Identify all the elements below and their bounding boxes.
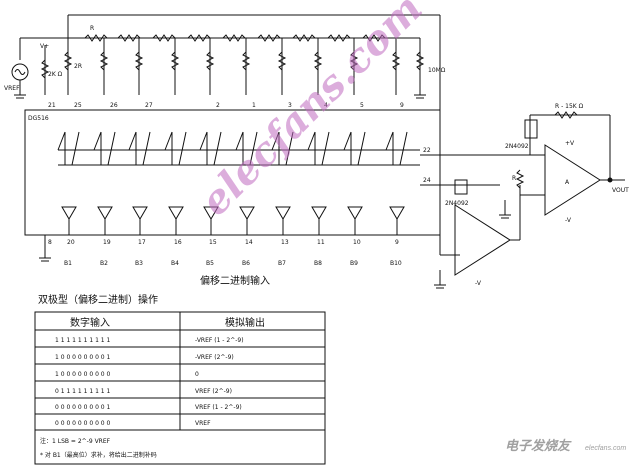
col-digital-header: 数字输入	[70, 316, 110, 329]
input-caption: 偏移二进制输入	[200, 274, 270, 287]
bottom-pin: 8	[48, 239, 52, 246]
fet-upper-label: 2N4092	[505, 143, 529, 150]
switch-array	[57, 131, 408, 166]
bottom-pin: 14	[245, 239, 253, 246]
bottom-pin: 10	[353, 239, 361, 246]
bottom-pin: 17	[138, 239, 146, 246]
bit-label: B2	[100, 260, 108, 267]
top-pin: 27	[145, 102, 153, 109]
top-pin: 1	[252, 102, 256, 109]
opamp-lower	[454, 204, 511, 276]
vminus-supply-label: -V	[565, 217, 572, 224]
bit-label: B8	[314, 260, 322, 267]
fet-lower-symbol	[454, 179, 468, 195]
truth-table-grid	[34, 311, 326, 465]
bit-label: B3	[135, 260, 143, 267]
corner-logo: 电子发烧友	[505, 438, 572, 454]
fet-lower-label: 2N4092	[445, 200, 469, 207]
vout-label: VOUT	[612, 187, 629, 194]
ladder-resistor	[187, 34, 211, 42]
ref-resistor-label: 2K Ω	[48, 71, 63, 78]
table-cell-digital: 0 0 0 0 0 0 0 0 0 0	[55, 420, 111, 427]
bit-label: B9	[350, 260, 358, 267]
out-pin-24: 24	[423, 177, 431, 184]
bottom-pin: 9	[395, 239, 399, 246]
top-pin: 4	[324, 102, 328, 109]
opamp-main	[544, 144, 601, 216]
bottom-pin: 15	[209, 239, 217, 246]
bit-label: B10	[390, 260, 402, 267]
ladder-resistor	[84, 34, 108, 42]
out-pin-22: 22	[423, 147, 431, 154]
table-cell-digital: 1 0 0 0 0 0 0 0 0 0	[55, 371, 111, 378]
table-note-2: * 对 B1（最高位）求补，将给出二进制补码	[40, 451, 157, 459]
top-pin-row: 21 25 26 27 2 1 3 4 5 9	[48, 102, 404, 109]
bit-label: B7	[278, 260, 286, 267]
buffer-row	[61, 206, 405, 235]
table-cell-digital: 1 0 0 0 0 0 0 0 0 1	[55, 354, 111, 361]
table-cell-digital: 1 1 1 1 1 1 1 1 1 1	[55, 337, 111, 344]
bottom-pin-row: 8 20 19 17 16 15 14 13 11 10 9	[48, 239, 399, 246]
resistor-r	[515, 169, 525, 189]
table-cell-analog: -VREF (2^-9)	[195, 354, 234, 361]
top-pin: 3	[288, 102, 292, 109]
ladder-resistor	[117, 34, 141, 42]
resistor-r-label: R	[512, 175, 516, 182]
vref-label: VREF	[4, 85, 20, 92]
top-pin: 2	[216, 102, 220, 109]
table-cell-analog: VREF (1 - 2^-9)	[195, 404, 242, 411]
top-pin: 21	[48, 102, 56, 109]
vplus-label: V+	[40, 43, 49, 50]
feedback-r-label: R - 15K Ω	[555, 103, 584, 110]
top-pin: 26	[110, 102, 118, 109]
bottom-pin: 11	[317, 239, 325, 246]
opamp-label: A	[565, 179, 570, 186]
col-analog-header: 模拟输出	[225, 316, 265, 329]
vplus-supply-label: +V	[565, 140, 575, 147]
vminus-lower-label: -V	[475, 280, 482, 287]
ladder-2r-label: 2R	[74, 63, 82, 70]
chip-label: DG516	[28, 115, 49, 122]
watermark-text: elecfans.com	[191, 0, 431, 225]
ladder-resistor	[362, 34, 386, 42]
fet-upper-symbol	[524, 119, 538, 139]
ladder-resistor	[257, 34, 281, 42]
bottom-pin: 20	[67, 239, 75, 246]
table-cell-analog: VREF (2^-9)	[195, 388, 232, 395]
chip-body	[24, 109, 441, 236]
top-pin: 9	[400, 102, 404, 109]
table-caption: 双极型（偏移二进制）操作	[38, 293, 158, 306]
term-resistor-label: 10MΩ	[428, 67, 446, 74]
ladder-resistor	[327, 34, 351, 42]
table-cell-digital: 0 0 0 0 0 0 0 0 0 1	[55, 404, 111, 411]
table-cell-analog: -VREF (1 - 2^-9)	[195, 337, 244, 344]
bit-label: B1	[64, 260, 72, 267]
truth-table-rows: 1 1 1 1 1 1 1 1 1 1 -VREF (1 - 2^-9) 1 0…	[55, 337, 244, 427]
table-cell-analog: 0	[195, 371, 199, 378]
ladder-resistor	[152, 34, 176, 42]
bit-label: B6	[242, 260, 250, 267]
bottom-pin: 19	[103, 239, 111, 246]
bit-label: B5	[206, 260, 214, 267]
ladder-2r-legs	[63, 38, 426, 99]
bottom-pin: 16	[174, 239, 182, 246]
table-note-1: 注：1 LSB = 2^-9 VREF	[40, 437, 111, 445]
table-cell-digital: 0 1 1 1 1 1 1 1 1 1	[55, 388, 111, 395]
table-cell-analog: VREF	[195, 420, 211, 427]
ladder-resistor	[292, 34, 316, 42]
top-pin: 5	[360, 102, 364, 109]
ladder-r-label: R	[90, 25, 94, 32]
corner-site: elecfans.com	[585, 445, 626, 452]
bit-label-row: B1 B2 B3 B4 B5 B6 B7 B8 B9 B10	[64, 260, 402, 267]
bit-label: B4	[171, 260, 179, 267]
top-pin: 25	[74, 102, 82, 109]
bottom-pin: 13	[281, 239, 289, 246]
ladder-resistor	[222, 34, 246, 42]
feedback-resistor	[554, 111, 578, 119]
